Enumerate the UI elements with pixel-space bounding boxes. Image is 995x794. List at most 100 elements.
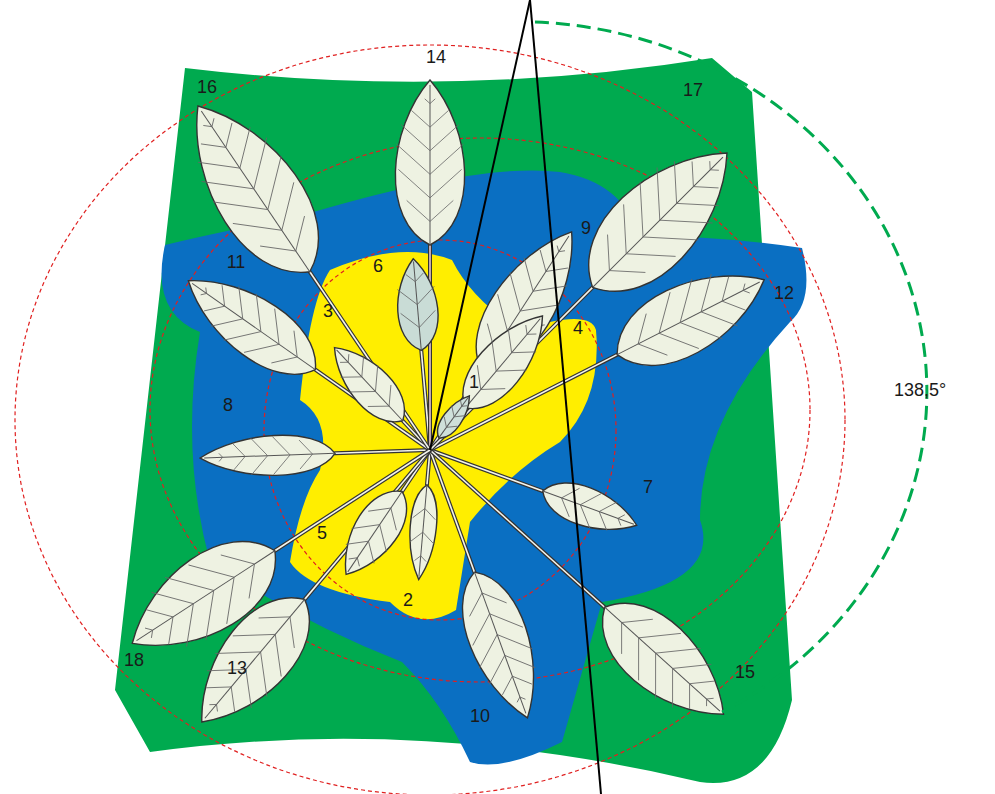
callout-number: 2: [403, 591, 413, 609]
leaf-vein: [562, 484, 580, 503]
leaf-vein: [741, 284, 748, 291]
leaf-blade: [536, 473, 643, 543]
leaf-vein: [639, 614, 681, 657]
leaf-blade: [328, 479, 420, 586]
leaf-vein: [213, 704, 220, 711]
leaf-blade: [175, 577, 331, 744]
leaf-vein: [401, 125, 430, 151]
leaf-blade: [172, 257, 333, 394]
angle-label: 138,5°: [894, 381, 946, 399]
inner-circle: [264, 240, 616, 620]
leaf: [447, 562, 555, 728]
leaf-vein: [677, 183, 719, 225]
leaf-vein: [224, 317, 261, 355]
leaf-vein: [447, 406, 458, 417]
callout-number: 6: [373, 257, 383, 275]
leaf-vein: [606, 623, 637, 654]
leaf-vein: [209, 118, 218, 126]
leaf-vein: [458, 401, 463, 406]
leaf-vein: [533, 272, 567, 305]
leaf-vein: [340, 358, 348, 366]
leaf: [163, 82, 345, 295]
leaf-vein: [556, 498, 574, 517]
leaf-vein: [368, 499, 391, 521]
leaf-vein: [411, 110, 430, 127]
leaf-vein: [590, 235, 626, 271]
leaf: [536, 473, 643, 543]
callout-number: 9: [581, 219, 591, 237]
leaf-vein: [654, 161, 696, 203]
leaf-vein: [271, 347, 297, 373]
leaf-vein: [617, 638, 659, 681]
angle-arc: [535, 22, 927, 712]
leaf-vein: [209, 701, 216, 708]
orbit-circles: [15, 45, 845, 794]
leaf-vein: [379, 385, 400, 406]
petiole: [429, 245, 431, 450]
callout-number: 18: [124, 651, 144, 669]
leaf-blade: [447, 562, 555, 728]
leaf-vein: [479, 341, 509, 371]
leaf-vein: [522, 325, 531, 334]
leaf-vein: [446, 422, 457, 433]
leaf: [395, 80, 464, 245]
petiole: [335, 450, 430, 453]
leaf-vein: [430, 200, 453, 221]
divergence-line: [430, 0, 530, 450]
leaf-vein: [202, 160, 254, 211]
leaf-vein: [659, 320, 699, 361]
leaf-vein: [397, 288, 417, 306]
leaf-vein: [211, 306, 243, 339]
leaf-vein: [221, 542, 255, 576]
leaf-vein: [559, 248, 565, 254]
leaf-vein: [580, 487, 602, 510]
leaf-vein: [233, 443, 245, 456]
leaf-vein: [707, 695, 714, 702]
leaf-vein: [643, 211, 698, 266]
midrib: [204, 453, 335, 458]
leaf-vein: [216, 123, 241, 147]
leaf-vein: [263, 182, 312, 230]
leaf-vein: [260, 231, 296, 266]
midrib: [543, 491, 634, 524]
midrib: [465, 319, 540, 408]
leaf-vein: [665, 279, 707, 323]
leaf-vein: [706, 161, 715, 170]
leaf-vein: [219, 453, 223, 457]
blue-zone: [162, 170, 807, 764]
leaf-vein: [341, 366, 362, 387]
leaf-vein: [233, 203, 282, 251]
callout-number: 12: [774, 284, 794, 302]
leaf-vein: [628, 314, 657, 344]
leaf: [393, 257, 441, 352]
leaf-vein: [430, 125, 459, 151]
leaf-vein: [420, 556, 426, 562]
leaf-vein: [638, 334, 667, 364]
leaf-vein: [633, 653, 678, 698]
divergence-line: [530, 0, 601, 794]
leaf-vein: [349, 554, 358, 562]
leaf-vein: [349, 379, 375, 405]
leaf: [320, 334, 417, 434]
leaf-vein: [498, 676, 518, 695]
leaf-vein: [186, 590, 235, 640]
leaves: [111, 80, 780, 744]
petiole: [430, 450, 605, 607]
leaf-vein: [430, 110, 449, 127]
midrib: [414, 261, 422, 350]
leaf-vein: [346, 532, 369, 554]
leaf-vein: [424, 509, 436, 520]
leaf-vein: [203, 288, 209, 294]
leaf-vein: [219, 457, 223, 461]
leaf-vein: [490, 605, 523, 637]
leaf-vein: [204, 298, 225, 319]
leaf-vein: [496, 356, 526, 386]
leaf-vein: [272, 436, 290, 456]
leaf-vein: [618, 513, 625, 520]
leaf-vein: [396, 144, 430, 174]
leaf-vein: [410, 531, 423, 543]
leaf-vein: [520, 695, 526, 700]
leaf-blade: [395, 80, 464, 245]
leaf-vein: [251, 456, 268, 475]
